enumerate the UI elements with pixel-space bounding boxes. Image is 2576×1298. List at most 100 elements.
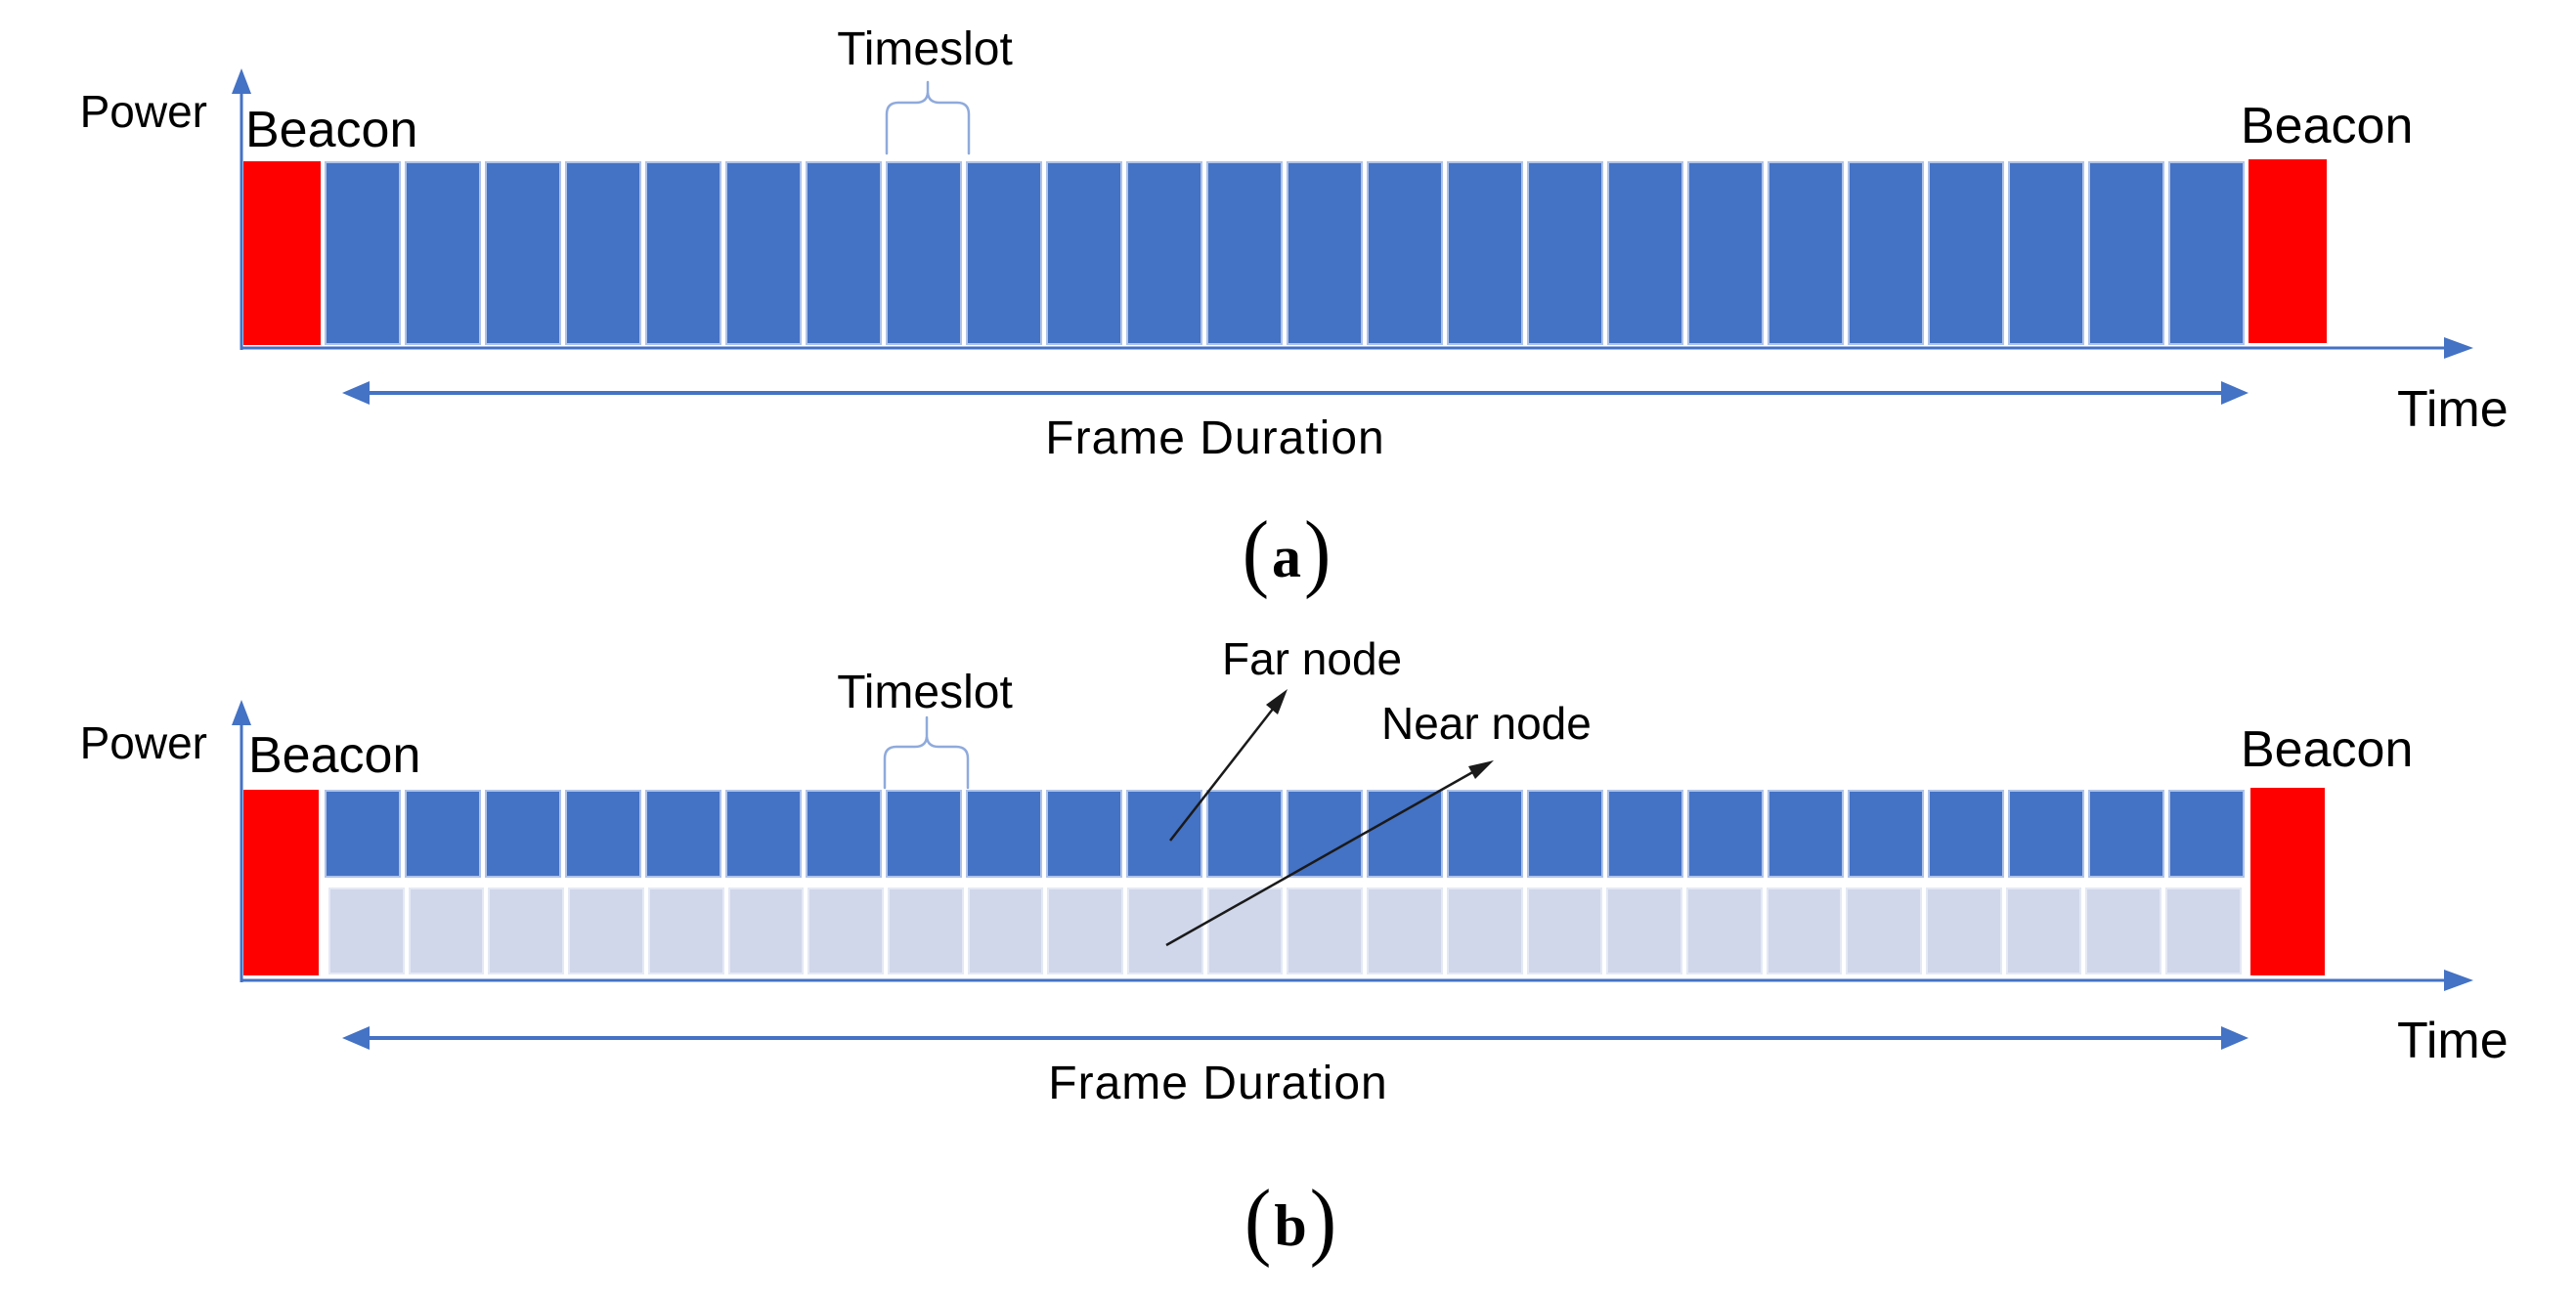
timeslot-label-a: Timeslot: [837, 23, 1013, 75]
arrowhead-icon: [1468, 760, 1494, 779]
timeslot-cell: [328, 887, 405, 974]
timeslot-cell: [966, 790, 1042, 878]
beacon-left-label-a: Beacon: [245, 102, 418, 158]
timeslot-cell: [1526, 887, 1603, 974]
right-arrowhead-icon: [2444, 337, 2473, 359]
timeslot-cell: [1606, 887, 1682, 974]
timeslot-brace-b: [883, 715, 970, 790]
timeslot-cell: [565, 790, 641, 878]
timeslot-cell: [1287, 790, 1363, 878]
timeslot-cell: [886, 790, 962, 878]
left-arrowhead-icon: [342, 381, 370, 405]
caption-b-close-paren: ): [1309, 1172, 1336, 1269]
timeslot-cell: [2085, 887, 2162, 974]
timeslot-row-a: [325, 161, 2245, 345]
timeslot-cell: [806, 790, 882, 878]
beacon-bar-left-b: [243, 790, 319, 975]
beacon-right-label-a: Beacon: [2241, 98, 2414, 154]
timeslot-cell: [325, 161, 401, 345]
near-node-label: Near node: [1381, 698, 1592, 749]
caption-b: (b): [1193, 1177, 1388, 1264]
timeslot-cell: [1768, 790, 1844, 878]
timeslot-cell: [2088, 790, 2164, 878]
timeslot-cell: [727, 887, 805, 974]
time-axis-label-b: Time: [2397, 1013, 2509, 1069]
timeslot-cell: [1046, 161, 1122, 345]
timeslot-cell: [1607, 161, 1683, 345]
timeslot-cell: [1046, 790, 1122, 878]
timeslot-cell: [966, 161, 1042, 345]
power-axis-label-a: Power: [79, 86, 207, 137]
timeslot-cell: [1047, 887, 1124, 974]
timeslot-cell: [485, 161, 561, 345]
timeslot-cell: [887, 887, 964, 974]
far-node-label: Far node: [1222, 633, 1403, 684]
beacon-left-label-b: Beacon: [248, 727, 421, 784]
timeslot-cell: [1367, 887, 1443, 974]
right-arrowhead-icon: [2221, 381, 2249, 405]
timeslot-cell: [967, 887, 1044, 974]
timeslot-cell: [1367, 161, 1443, 345]
timeslot-cell: [2088, 161, 2164, 345]
timeslot-cell: [647, 887, 724, 974]
timeslot-cell: [1206, 161, 1283, 345]
timeslot-cell: [1127, 887, 1203, 974]
timeslot-cell: [405, 790, 481, 878]
timeslot-cell: [1846, 887, 1923, 974]
timeslot-cell: [1126, 790, 1202, 878]
timeslot-cell: [485, 790, 561, 878]
right-arrowhead-icon: [2221, 1026, 2249, 1050]
left-arrowhead-icon: [342, 1026, 370, 1050]
timeslot-cell: [1527, 161, 1603, 345]
timeslot-cell: [1527, 790, 1603, 878]
timeslot-cell: [1367, 790, 1443, 878]
caption-a-letter: a: [1272, 525, 1301, 589]
timeslot-cell: [806, 161, 882, 345]
timeslot-cell: [725, 790, 802, 878]
timeslot-cell: [1206, 790, 1283, 878]
timeslot-brace-a: [885, 80, 971, 155]
timeslot-cell: [645, 790, 721, 878]
timeslot-cell: [1768, 161, 1844, 345]
timeslot-cell: [2008, 161, 2084, 345]
beacon-bar-left-a: [243, 161, 321, 345]
timeslot-cell: [325, 790, 401, 878]
arrowhead-icon: [1266, 689, 1288, 714]
timeslot-cell: [565, 161, 641, 345]
frame-duration-label-a: Frame Duration: [1045, 412, 1385, 464]
timeslot-cell: [645, 161, 721, 345]
timeslot-cell: [1928, 790, 2004, 878]
timeslot-cell: [808, 887, 884, 974]
timeslot-cell: [1126, 161, 1202, 345]
timeslot-cell: [1928, 161, 2004, 345]
beacon-bar-right-b: [2250, 788, 2325, 975]
frame-duration-label-b: Frame Duration: [1048, 1058, 1388, 1109]
timeslot-cell: [408, 887, 485, 974]
caption-a-open-paren: (: [1242, 503, 1269, 600]
timeslot-cell: [2165, 887, 2242, 974]
beacon-bar-right-a: [2249, 159, 2327, 343]
timeslot-cell: [1447, 161, 1523, 345]
timeslot-cell: [1287, 887, 1364, 974]
timeslot-cell: [1447, 790, 1523, 878]
frame-duration-arrow-a: [342, 381, 2249, 405]
timeslot-cell: [488, 887, 565, 974]
timeslot-cell: [1687, 790, 1764, 878]
timeslot-cell: [1848, 790, 1924, 878]
timeslot-cell: [1446, 887, 1523, 974]
timeslot-cell: [405, 161, 481, 345]
timeslot-row-b-far: [325, 790, 2245, 878]
timeslot-cell: [1685, 887, 1763, 974]
timeslot-cell: [1766, 887, 1843, 974]
timeslot-cell: [2005, 887, 2082, 974]
timeslot-cell: [1687, 161, 1764, 345]
timeslot-cell: [1206, 887, 1284, 974]
timeslot-cell: [725, 161, 802, 345]
timeslot-label-b: Timeslot: [837, 667, 1013, 718]
beacon-right-label-b: Beacon: [2241, 721, 2414, 778]
timeslot-cell: [1848, 161, 1924, 345]
time-axis-label-a: Time: [2397, 381, 2509, 438]
timeslot-cell: [1607, 790, 1683, 878]
timeslot-cell: [2168, 161, 2245, 345]
